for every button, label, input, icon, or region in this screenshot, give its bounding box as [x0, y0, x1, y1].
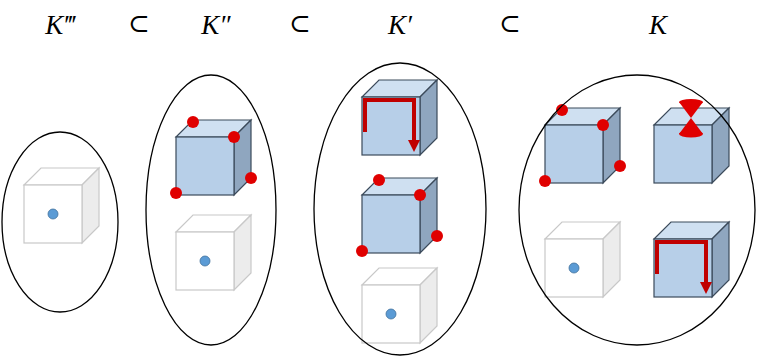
- subset-symbol: ⊂: [289, 11, 311, 37]
- ellipse-outline: [144, 6, 278, 347]
- complex-ellipse: K: [517, 6, 757, 347]
- ellipse-outline: [312, 6, 488, 357]
- subset-symbol: ⊂: [499, 11, 521, 37]
- complex-label: K: [649, 12, 667, 39]
- complex-ellipse: K‴: [0, 6, 120, 314]
- subset-symbol: ⊂: [128, 11, 150, 37]
- complex-ellipse: K″: [144, 6, 278, 347]
- complex-label: K″: [201, 12, 230, 39]
- ellipse-outline: [0, 6, 120, 314]
- complex-label: K′: [388, 12, 412, 39]
- ellipse-outline: [517, 6, 757, 347]
- complex-ellipse: K′: [312, 6, 488, 357]
- complex-label: K‴: [45, 12, 74, 39]
